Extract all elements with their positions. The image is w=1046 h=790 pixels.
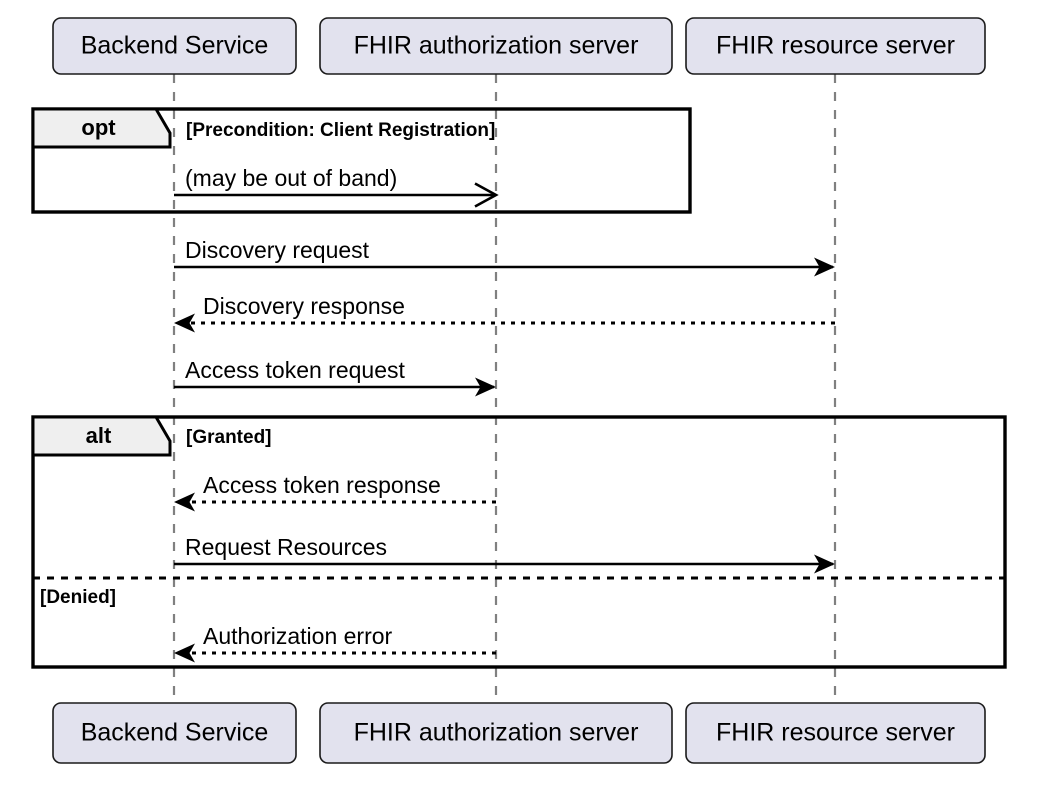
message-arrowhead	[475, 377, 496, 397]
participant-auth-bottom[interactable]: FHIR authorization server	[319, 702, 673, 764]
fragment-operator-label: alt	[86, 423, 112, 448]
message-arrowhead	[174, 643, 195, 663]
message-label: Request Resources	[185, 534, 387, 560]
fragment-condition-label: [Granted]	[186, 427, 272, 448]
message-label: (may be out of band)	[185, 165, 397, 191]
participant-auth-top[interactable]: FHIR authorization server	[319, 17, 673, 75]
msg-discovery-response[interactable]: Discovery response	[174, 293, 835, 333]
fragment-operator-label: opt	[81, 115, 116, 140]
msg-authorization-error[interactable]: Authorization error	[174, 623, 496, 663]
participant-resource-bottom[interactable]: FHIR resource server	[685, 702, 986, 764]
message-label: Access token request	[185, 357, 406, 383]
participant-box	[52, 17, 297, 75]
participant-label: Backend Service	[81, 32, 269, 60]
message-label: Discovery request	[185, 237, 370, 263]
message-label: Discovery response	[203, 293, 405, 319]
message-arrowhead	[474, 182, 499, 208]
participant-box	[685, 17, 986, 75]
message-arrowhead	[814, 257, 835, 277]
msg-access-token-request[interactable]: Access token request	[174, 357, 496, 397]
fragment-operator-tab	[31, 415, 172, 457]
opt-fragment: opt [Precondition: Client Registration]	[31, 107, 692, 214]
fragment-outline	[31, 107, 692, 214]
participant-label: FHIR resource server	[716, 719, 955, 747]
alt-fragment: alt [Granted] [Denied]	[31, 415, 1007, 669]
participant-label: Backend Service	[81, 719, 269, 747]
participant-backend-top[interactable]: Backend Service	[52, 17, 297, 75]
participant-box	[52, 702, 297, 764]
participant-box	[319, 702, 673, 764]
msg-request-resources[interactable]: Request Resources	[174, 534, 835, 574]
participant-label: FHIR resource server	[716, 32, 955, 60]
fragment-operator-tab	[31, 107, 172, 149]
message-label: Access token response	[203, 472, 441, 498]
fragment-condition-label: [Precondition: Client Registration]	[186, 120, 495, 141]
participant-box	[319, 17, 673, 75]
message-label: Authorization error	[203, 623, 393, 649]
message-arrowhead	[174, 492, 195, 512]
msg-discovery-request[interactable]: Discovery request	[174, 237, 835, 277]
msg-access-token-response[interactable]: Access token response	[174, 472, 496, 512]
message-arrowhead	[814, 554, 835, 574]
fragments-layer: opt [Precondition: Client Registration] al…	[31, 107, 1007, 669]
fragment-condition-label: [Denied]	[40, 587, 116, 608]
participant-resource-top[interactable]: FHIR resource server	[685, 17, 986, 75]
participant-label: FHIR authorization server	[354, 32, 639, 60]
messages-layer: (may be out of band) Discovery requestDis…	[174, 165, 835, 663]
participant-backend-bottom[interactable]: Backend Service	[52, 702, 297, 764]
fragment-outline	[31, 415, 1007, 669]
msg-client-registration[interactable]: (may be out of band)	[174, 165, 499, 208]
lifelines-layer	[172, 74, 837, 703]
participant-label: FHIR authorization server	[354, 719, 639, 747]
participant-box	[685, 702, 986, 764]
message-arrowhead	[174, 313, 195, 333]
